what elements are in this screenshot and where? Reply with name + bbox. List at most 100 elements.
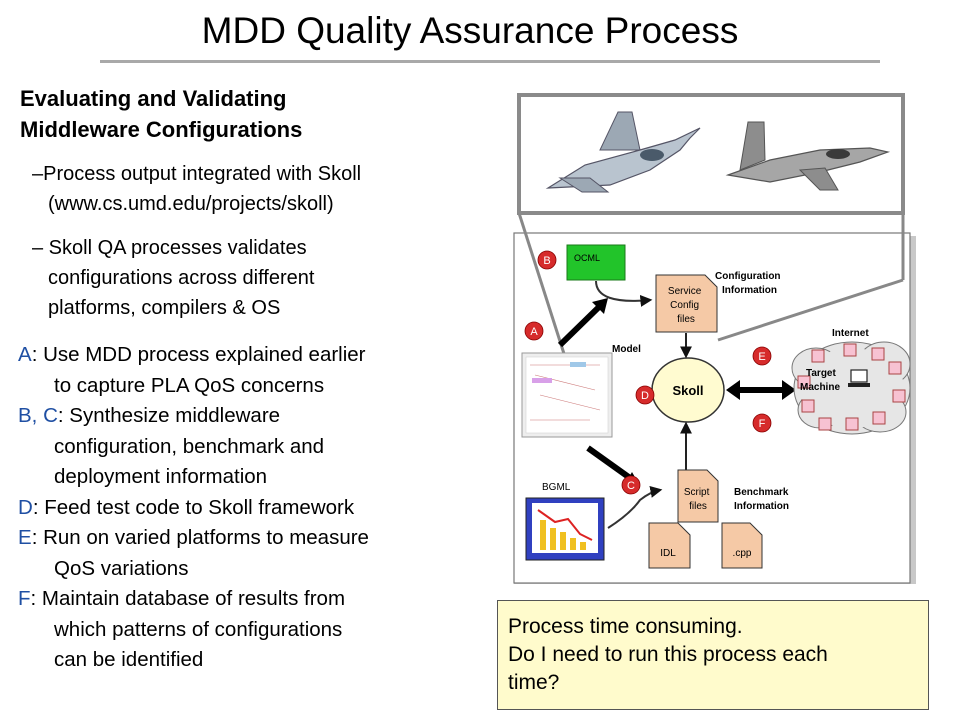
step-label: E [18,526,32,549]
target-machine-line: Target [806,368,836,379]
step-label: F [18,587,31,610]
step-continuation: deployment information [54,465,268,488]
step-d: D: Feed test code to Skoll framework [18,493,369,524]
marker-c-label: C [627,480,635,492]
model-to-script-arrow [586,445,632,481]
bgml-chart-icon [525,497,605,561]
benchmark-info-line: Information [734,501,789,512]
marker-e [752,346,772,366]
marker-b-label: B [543,255,550,267]
marker-c [621,475,641,495]
cpp-doc [721,522,763,569]
step-label: D [18,495,33,519]
model-label: Model [612,344,641,355]
service-config-label: Service Config files [668,286,704,325]
network-node-icons [797,343,906,431]
callout-line: time? [508,671,560,694]
bullet-text: platforms, compilers & OS [48,297,281,319]
arrowhead [726,380,740,400]
model-canvas [525,356,609,434]
cpp-label: .cpp [733,548,752,559]
internet-cloud [791,341,911,435]
step-label: B, C [18,404,58,427]
benchmark-info-line: Benchmark [734,487,789,498]
bullet-text: Skoll QA processes validates [43,237,307,259]
model-block [532,378,552,383]
page-title: MDD Quality Assurance Process [201,10,739,51]
bgml-label: BGML [542,482,571,493]
internet-label: Internet [832,328,869,339]
skoll-label: Skoll [672,383,703,398]
zoom-line [717,278,904,342]
ocml-to-config-arrow [595,280,653,307]
step-text: : Use MDD process explained earlier [31,343,366,366]
marker-d [635,385,655,405]
heading-line: Evaluating and Validating [20,86,287,111]
step-continuation: to capture PLA QoS concerns [54,373,325,397]
bullet-skoll-validation: – Skoll QA processes validates configura… [32,233,314,323]
step-continuation: QoS variations [54,556,189,580]
step-markers: A B C D E F [524,250,772,495]
step-continuation: which patterns of configurations [54,617,343,641]
config-info-line: Configuration [715,271,781,282]
step-label: A [18,343,32,366]
model-to-config-arrow [557,303,603,348]
callout-line: Process time consuming. [508,615,743,638]
fighter-jet-icon [545,111,701,193]
step-text: : Synthesize middleware [57,404,281,427]
service-config-line: Service [668,286,702,297]
ocml-label: OCML [574,253,600,263]
callout-line: Do I need to run this process each [508,643,828,666]
service-config-line: Config [670,300,699,311]
script-files-line: Script [684,487,710,498]
bullet-text: Process output integrated with Skoll [43,163,362,185]
marker-f [752,413,772,433]
step-a: A: Use MDD process explained earlier [18,340,369,371]
bullet-line: –Process output integrated with Skoll [32,159,361,189]
idl-label: IDL [660,548,676,559]
section-heading: Evaluating and Validating Middleware Con… [20,83,302,145]
step-f: F: Maintain database of results from [18,584,369,615]
fighter-jet-icon [725,121,891,191]
config-info-line: Information [722,285,777,296]
bullet-dash: – [32,237,44,259]
step-bc: B, C: Synthesize middleware [18,401,369,432]
script-files-line: files [689,501,707,512]
step-e: E: Run on varied platforms to measure [18,523,369,554]
service-config-line: files [677,314,695,325]
heading-line: Middleware Configurations [20,117,303,142]
model-mini-content [530,364,601,421]
arrowhead [782,380,796,400]
step-text: : Maintain database of results from [30,587,346,610]
marker-a-label: A [530,326,538,338]
configuration-information-label: Configuration Information [715,271,783,296]
target-machine-line: Machine [800,382,840,393]
bullet-dash: – [32,163,44,185]
arrowhead [592,298,608,314]
zoom-line [517,212,568,361]
model-block [570,362,586,367]
step-list: A: Use MDD process explained earlier to … [18,340,369,676]
step-continuation: can be identified [54,648,204,671]
bullet-text: (www.cs.umd.edu/projects/skoll) [48,193,334,215]
title-divider [100,60,880,63]
bgml-to-script-arrow [607,486,663,529]
bullet-skoll-integration: –Process output integrated with Skoll (w… [32,159,361,219]
script-files-doc [677,469,719,523]
marker-a [524,321,544,341]
script-files-label: Script files [684,487,712,512]
marker-f-label: F [759,418,766,430]
marker-b [537,250,557,270]
service-config-doc [655,274,718,333]
step-text: : Feed test code to Skoll framework [32,495,355,519]
bullet-line: – Skoll QA processes validates [32,233,314,263]
ocml-box [566,244,626,281]
marker-d-label: D [641,390,649,402]
step-text: : Run on varied platforms to measure [31,526,369,549]
process-time-callout: Process time consuming. Do I need to run… [497,600,929,710]
marker-e-label: E [758,351,765,363]
benchmark-information-label: Benchmark Information [734,487,791,512]
idl-doc [648,522,691,569]
step-continuation: configuration, benchmark and [54,434,325,458]
